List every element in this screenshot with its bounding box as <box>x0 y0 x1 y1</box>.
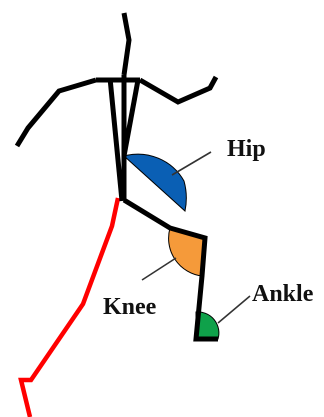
knee-leader-line <box>142 258 176 280</box>
knee-label: Knee <box>103 294 157 320</box>
ankle-label: Ankle <box>252 281 314 307</box>
hip-leader-line <box>172 152 211 175</box>
ankle-leader-line <box>218 296 250 323</box>
right-arm <box>140 77 216 102</box>
left-arm <box>17 80 96 146</box>
hip-label: Hip <box>227 136 266 162</box>
head-neck <box>124 13 129 75</box>
hip-triangle-left <box>110 78 122 201</box>
hip-angle-sector <box>124 154 186 211</box>
